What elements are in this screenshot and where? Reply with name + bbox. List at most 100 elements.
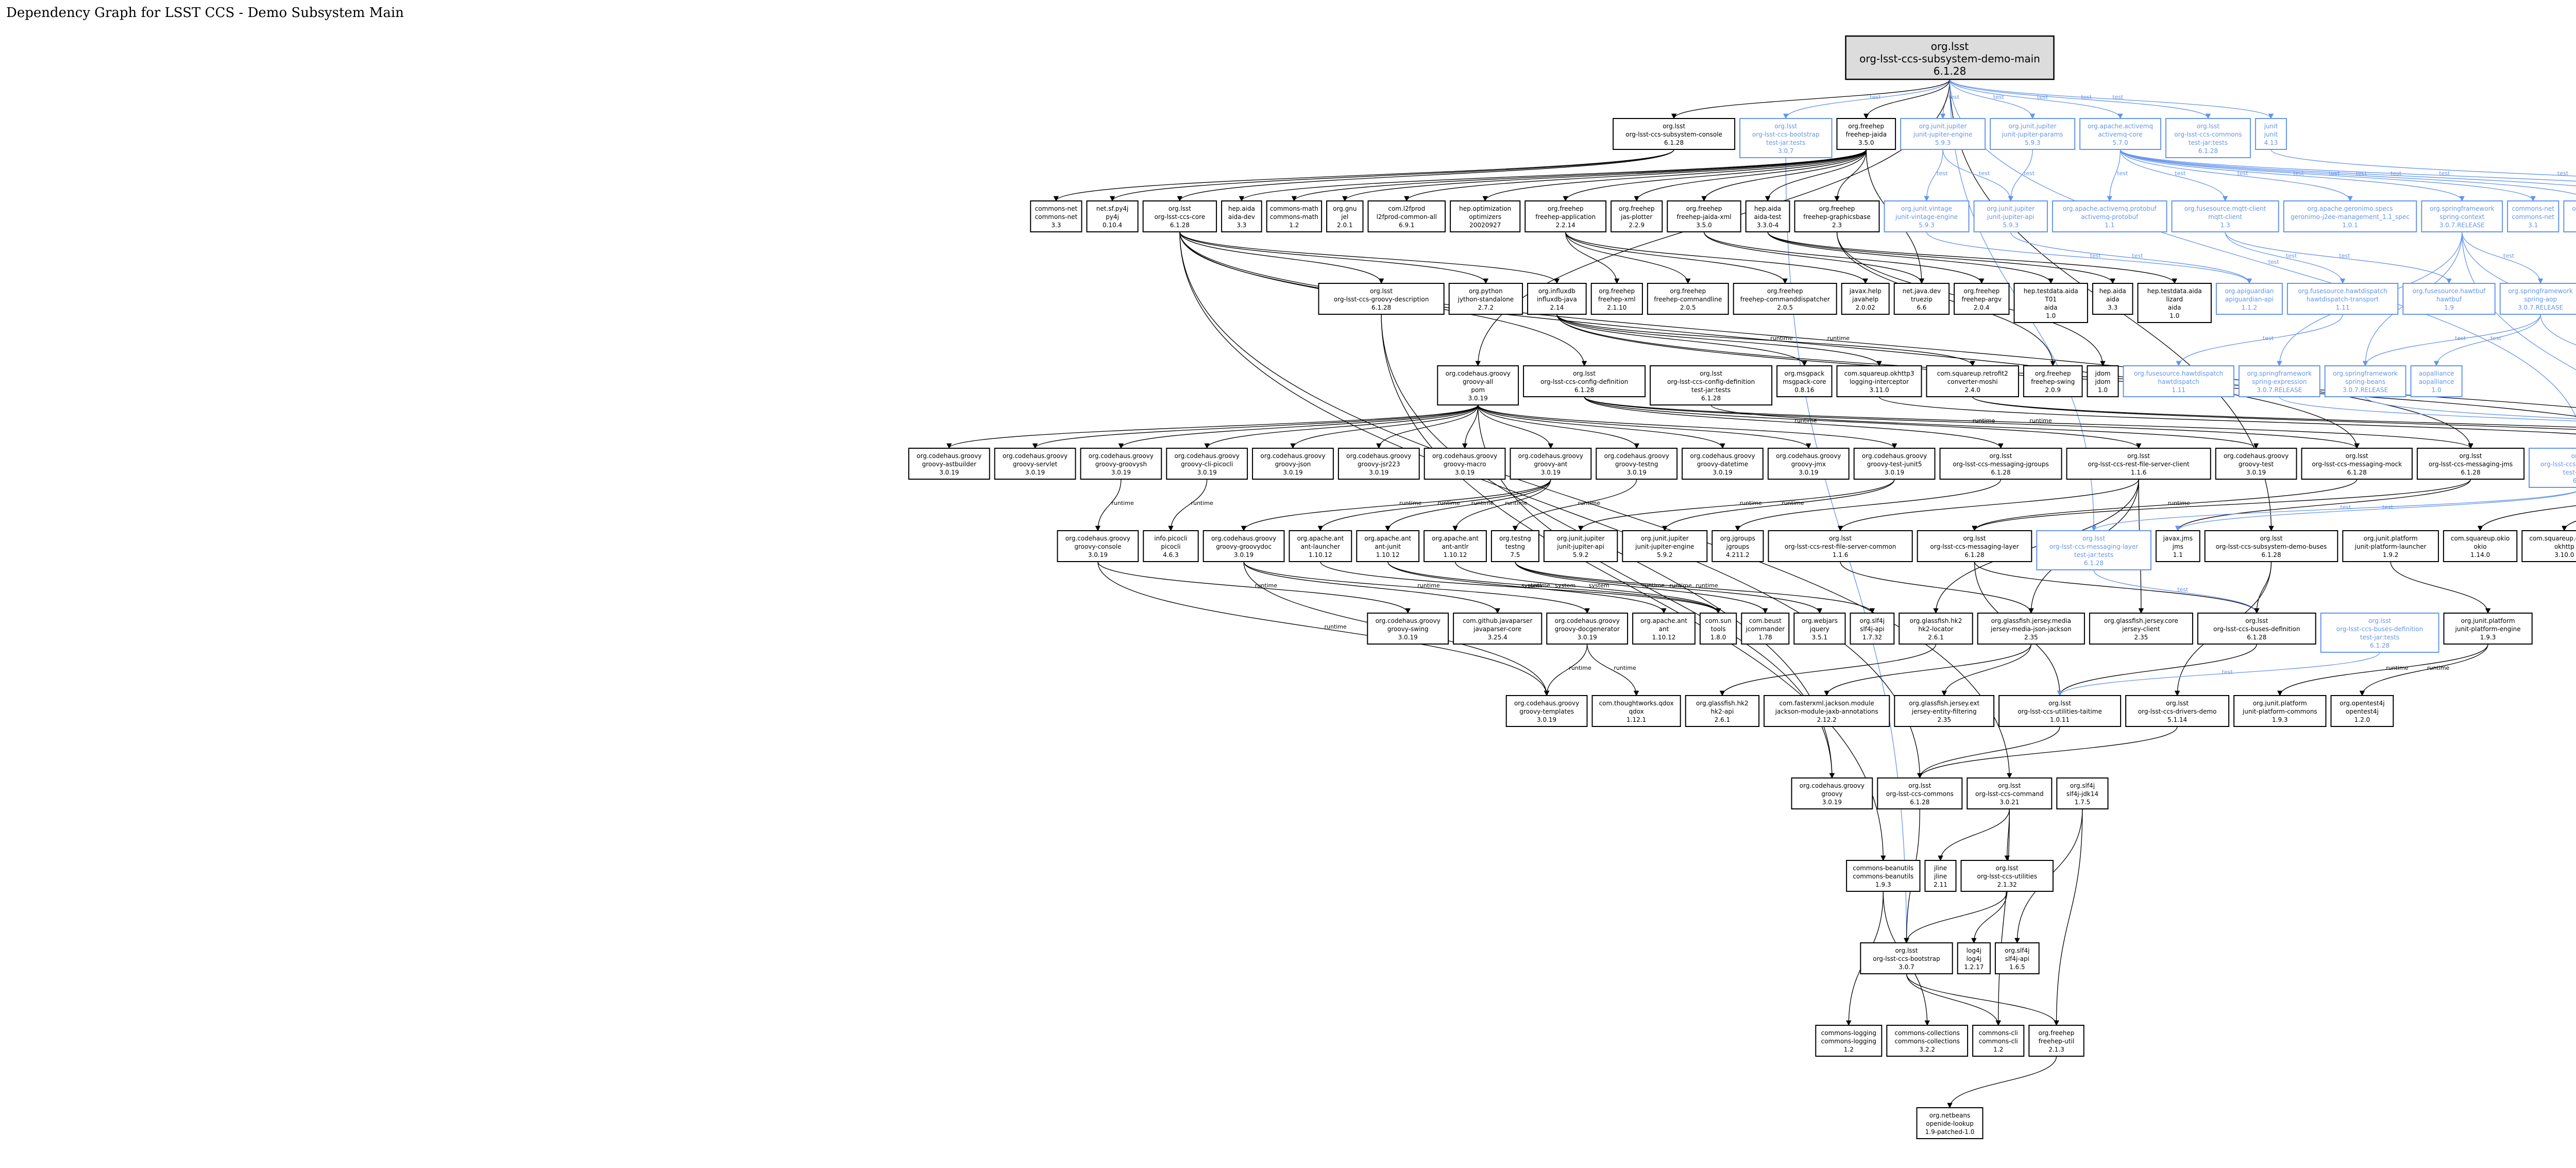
dependency-node[interactable]: org.codehaus.groovygroovy-test-junit53.0… — [1853, 448, 1936, 480]
dependency-node[interactable]: org.junit.platformjunit-platform-launche… — [2342, 530, 2439, 562]
dependency-node[interactable]: org.codehaus.groovygroovy-cli-picocli3.0… — [1166, 448, 1248, 480]
dependency-node[interactable]: org.junit.platformjunit-platform-engine1… — [2443, 613, 2533, 645]
dependency-node[interactable]: org.junit.jupiterjunit-jupiter-engine5.9… — [1900, 118, 1986, 150]
root-node[interactable]: org.lsstorg-lsst-ccs-subsystem-demo-main… — [1845, 35, 2055, 80]
dependency-node[interactable]: org.netbeansopenide-lookup1.9-patched-1.… — [1916, 1107, 1984, 1139]
dependency-node[interactable]: org.codehaus.groovygroovy-astbuilder3.0.… — [908, 448, 990, 480]
dependency-node[interactable]: org.lsstorg-lsst-ccs-utilities-taitime1.… — [1998, 695, 2122, 727]
dependency-node[interactable]: org.lsstorg-lsst-ccs-rest-file-server-co… — [1768, 530, 1913, 562]
dependency-node[interactable]: org.lsstorg-lsst-ccs-messaging-mock6.1.2… — [2301, 448, 2413, 480]
dependency-node[interactable]: org.lsstorg-lsst-ccs-messaging-jgroups6.… — [1939, 448, 2062, 480]
dependency-node[interactable]: com.squareup.retrofit2converter-moshi2.4… — [1926, 365, 2019, 397]
dependency-node[interactable]: org.apache.activemq.protobufactivemq-pro… — [2052, 200, 2167, 232]
dependency-node[interactable]: org.lsstorg-lsst-ccs-buses-definition6.1… — [2197, 613, 2316, 645]
dependency-node[interactable]: com.squareup.okhttp3logging-interceptor3… — [1836, 365, 1922, 397]
dependency-node[interactable]: org.springframeworkspring-aop3.0.7.RELEA… — [2499, 283, 2576, 315]
dependency-node[interactable]: org.lsstorg-lsst-ccs-commonstest-jar:tes… — [2165, 118, 2251, 158]
dependency-node[interactable]: org.codehaus.groovygroovy-templates3.0.1… — [1505, 695, 1588, 727]
dependency-node[interactable]: org.lsstorg-lsst-ccs-messaging-layertest… — [2036, 530, 2151, 570]
dependency-node[interactable]: org.lsstorg-lsst-ccs-messaging-layer6.1.… — [1917, 530, 2032, 562]
dependency-node[interactable]: org.junit.jupiterjunit-jupiter-params5.9… — [1990, 118, 2076, 150]
dependency-node[interactable]: org.lsstorg-lsst-ccs-messaging-jmstest-j… — [2529, 448, 2576, 488]
dependency-node[interactable]: org.springframeworkspring-expression3.0.… — [2238, 365, 2320, 397]
dependency-node[interactable]: org.lsstorg-lsst-ccs-subsystem-demo-buse… — [2204, 530, 2338, 562]
dependency-node[interactable]: org.codehaus.groovygroovy-groovydoc3.0.1… — [1202, 530, 1285, 562]
dependency-node[interactable]: com.squareup.okhttp3okhttp3.10.0 — [2521, 530, 2576, 562]
dependency-node[interactable]: org.junit.jupiterjunit-jupiter-engine5.9… — [1622, 530, 1708, 562]
dependency-node[interactable]: org.lsstorg-lsst-ccs-groovy-description6… — [1318, 283, 1445, 315]
dependency-node[interactable]: org.glassfish.jersey.mediajersey-media-j… — [1977, 613, 2085, 645]
dependency-node[interactable]: org.jasyptjasypt1.9.0 — [2563, 200, 2576, 232]
dependency-node[interactable]: org.freehepfreehep-commanddispatcher2.0.… — [1733, 283, 1837, 315]
dependency-node[interactable]: org.junit.vintagejunit-vintage-engine5.9… — [1884, 200, 1970, 232]
dependency-node[interactable]: org.springframeworkspring-beans3.0.7.REL… — [2324, 365, 2406, 397]
dependency-node[interactable]: org.apache.geronimo.specsgeronimo-j2ee-m… — [2283, 200, 2417, 232]
dependency-node[interactable]: org.fusesource.hawtdispatchhawtdispatch-… — [2286, 283, 2399, 315]
dependency-node[interactable]: com.github.javaparserjavaparser-core3.25… — [1453, 613, 1543, 645]
dependency-node[interactable]: org.glassfish.jersey.extjersey-entity-fi… — [1894, 695, 1995, 727]
dependency-node[interactable]: org.lsstorg-lsst-ccs-subsystem-console6.… — [1613, 118, 1736, 150]
dependency-node[interactable]: org.fusesource.hawtdispatchhawtdispatch1… — [2123, 365, 2234, 397]
